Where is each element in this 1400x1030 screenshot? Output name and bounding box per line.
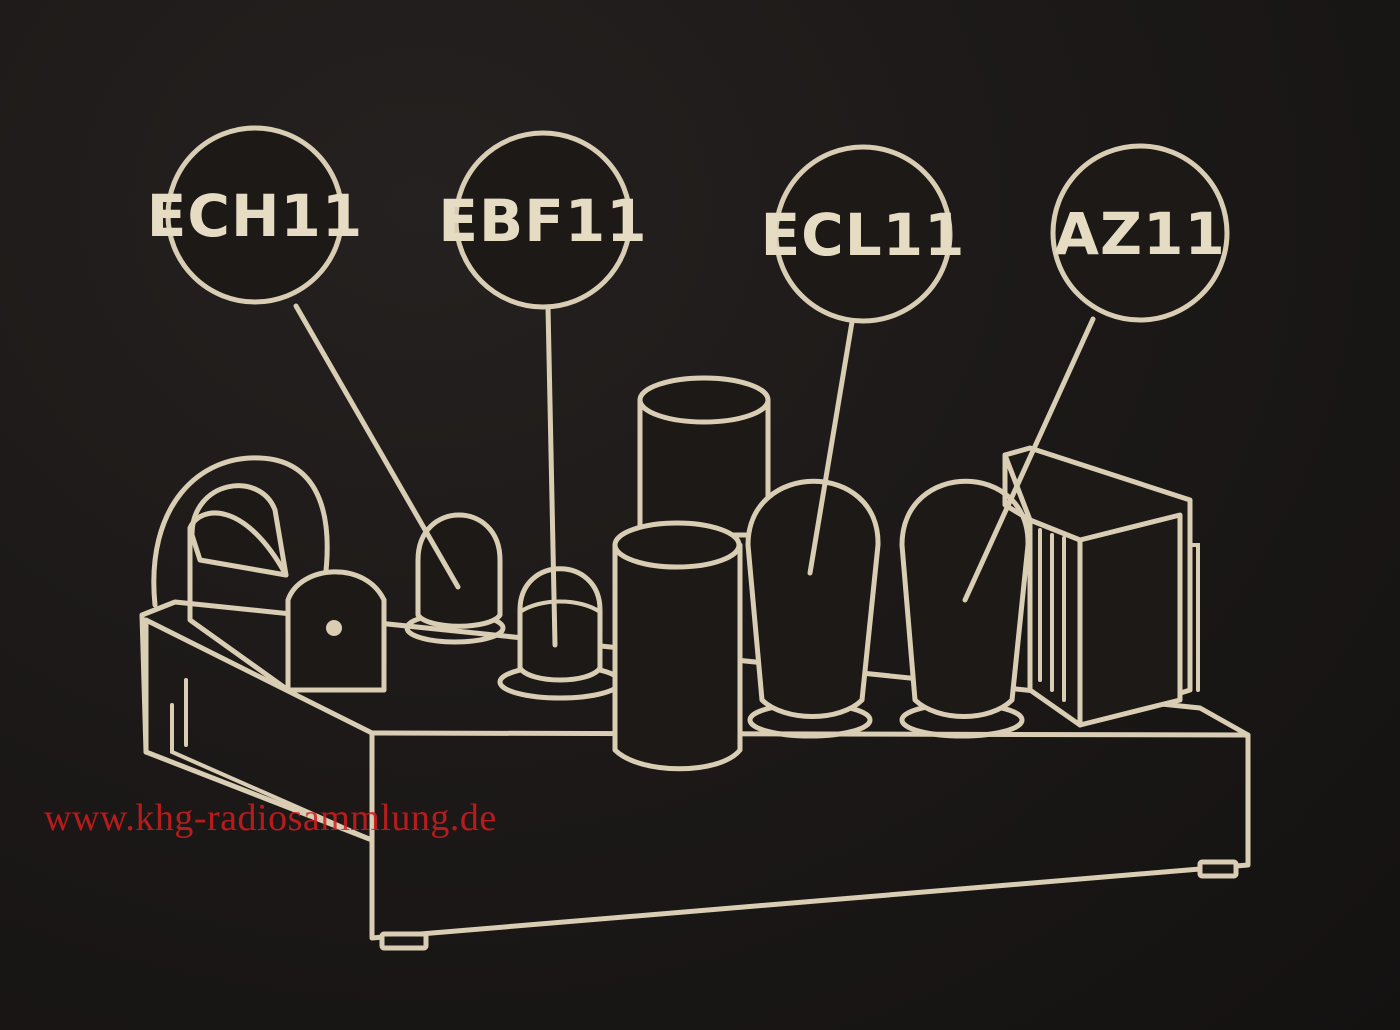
- watermark-url: www.khg-radiosammlung.de: [44, 797, 497, 839]
- tube-ecl11: [745, 478, 881, 739]
- tube-label-ecl11-text: ECL11: [761, 201, 966, 269]
- tube-label-ebf11-text: EBF11: [438, 187, 647, 255]
- tube-label-ebf11: EBF11: [438, 130, 647, 310]
- leader-line-ecl11: [807, 319, 855, 576]
- tube-az11: [899, 478, 1031, 739]
- leader-lines: [293, 303, 1096, 648]
- capacitor-tall-can: [637, 375, 771, 538]
- speaker-assembly: [151, 455, 387, 693]
- leader-line-az11: [962, 316, 1096, 603]
- tube-label-az11: AZ11: [1050, 143, 1230, 323]
- tube-label-az11-text: AZ11: [1054, 200, 1226, 268]
- leader-line-ebf11: [545, 304, 558, 648]
- tube-label-ech11: ECH11: [147, 125, 363, 305]
- tube-label-ecl11: ECL11: [761, 144, 966, 324]
- tube-ebf11: [497, 566, 623, 701]
- capacitor-front-can: [612, 520, 743, 772]
- speaker-bolt-icon: [326, 620, 342, 636]
- tube-label-ech11-text: ECH11: [147, 182, 363, 250]
- leader-line-ech11: [293, 303, 461, 590]
- tube-ech11: [404, 512, 506, 645]
- power-transformer: [1002, 445, 1200, 728]
